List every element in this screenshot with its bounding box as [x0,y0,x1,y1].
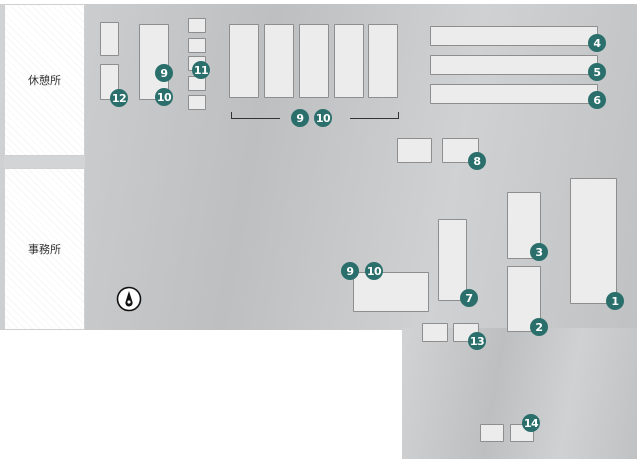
north-arrow-icon [116,286,142,312]
badge-9-row[interactable]: 9 [291,109,309,127]
machine-5 [430,55,598,75]
badge-13[interactable]: 13 [468,332,486,350]
badge-14[interactable]: 14 [522,414,540,432]
badge-10-wide[interactable]: 10 [365,262,383,280]
rest-area-label: 休憩所 [28,74,61,87]
corridor [4,156,85,168]
badge-7[interactable]: 7 [460,289,478,307]
machine-14a [480,424,504,442]
machine-1 [570,178,617,304]
badge-12[interactable]: 12 [110,89,128,107]
machine-row-3 [299,24,329,98]
badge-9-left[interactable]: 9 [155,64,173,82]
badge-5[interactable]: 5 [588,63,606,81]
office-room: 事務所 [4,168,85,330]
badge-2[interactable]: 2 [530,318,548,336]
machine-row-4 [334,24,364,98]
machine-tall-left [139,24,169,100]
machine-6 [430,84,598,104]
machine-row-5 [368,24,398,98]
bracket-right [350,112,399,119]
machine-7 [438,219,467,301]
rest-area-room: 休憩所 [4,4,85,156]
floor-lower [402,328,637,459]
badge-10-left[interactable]: 10 [155,88,173,106]
badge-9-wide[interactable]: 9 [341,262,359,280]
machine-mid-a [397,138,432,163]
office-label: 事務所 [28,243,61,256]
badge-1[interactable]: 1 [606,292,624,310]
badge-8[interactable]: 8 [468,152,486,170]
machine-wide [353,272,429,312]
badge-4[interactable]: 4 [588,34,606,52]
badge-11[interactable]: 11 [192,61,210,79]
badge-10-row[interactable]: 10 [314,109,332,127]
bracket-left [231,112,280,119]
machine-4 [430,26,598,46]
machine-13a [422,323,448,342]
machine-stack-5 [188,95,206,110]
machine-stack-1 [188,18,206,33]
machine-row-2 [264,24,294,98]
machine-small-left-top [100,22,119,56]
machine-stack-2 [188,38,206,53]
badge-6[interactable]: 6 [588,91,606,109]
machine-row-1 [229,24,259,98]
badge-3[interactable]: 3 [530,243,548,261]
